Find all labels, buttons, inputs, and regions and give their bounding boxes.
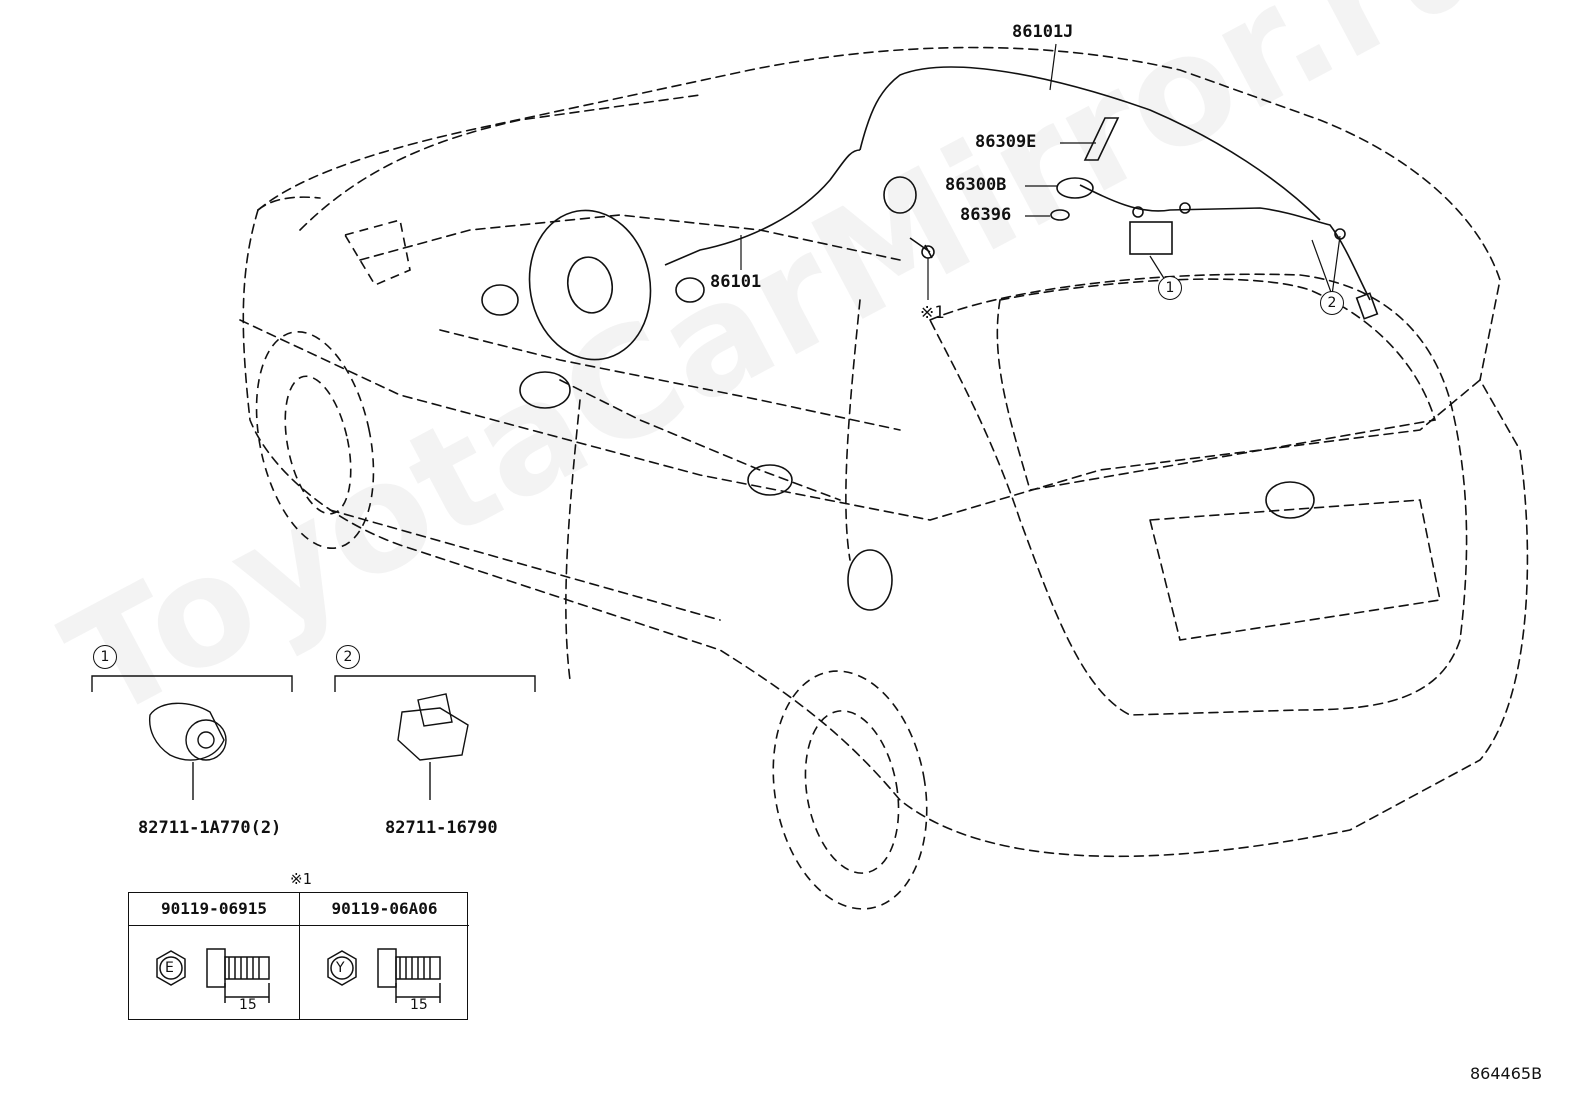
tailgate-panel <box>1148 499 1441 641</box>
part-label-86396: 86396 <box>960 205 1012 225</box>
leader-86101J <box>1049 43 1057 91</box>
rocker-line <box>329 509 721 621</box>
antenna-connector <box>1355 292 1379 320</box>
clip-2-cap <box>417 693 453 727</box>
fastener-left-part: 90119-06915 <box>129 893 299 926</box>
vent-left <box>481 284 519 316</box>
clip-2-body <box>397 707 469 761</box>
console <box>559 379 841 501</box>
clamp-1 <box>1129 221 1173 255</box>
rear-wheel <box>772 670 928 910</box>
front-wheel <box>255 330 375 550</box>
bolt-e-length: 15 <box>239 997 257 1013</box>
detail-2-bracket <box>334 675 536 692</box>
antenna-cable-rear <box>1079 184 1371 301</box>
door-handle <box>747 464 793 496</box>
rear-window <box>996 278 1437 491</box>
dash-lower <box>439 329 901 431</box>
bolt <box>909 237 933 259</box>
c-pillar <box>845 299 861 561</box>
fastener-right: 90119-06A06 Y 15 <box>299 893 469 1019</box>
fastener-right-part: 90119-06A06 <box>300 893 469 926</box>
part-label-86309E: 86309E <box>975 132 1037 152</box>
steering-wheel <box>528 209 652 361</box>
speaker-rear <box>847 549 893 611</box>
rear-wheel-hub <box>804 710 900 874</box>
fastener-left: 90119-06915 E 15 <box>129 893 299 1019</box>
callout-1: 1 <box>1158 276 1182 300</box>
diagram-id: 864465B <box>1470 1064 1543 1083</box>
side-mirror <box>343 219 411 287</box>
clip-1-ring <box>185 719 227 761</box>
clamp-point-a <box>1132 206 1144 218</box>
antenna-cable-86101J <box>859 66 1321 221</box>
steering-hub <box>566 256 614 314</box>
hood-outline <box>257 196 321 211</box>
belt-line <box>239 319 1481 521</box>
detail-1-bracket <box>91 675 293 692</box>
clip-1-body <box>148 702 225 761</box>
antenna-mast-86309E <box>1083 117 1120 161</box>
rear-hatch <box>928 273 1468 716</box>
clamp-point-b <box>1179 202 1191 214</box>
tail-lamp <box>1265 481 1315 519</box>
antenna-pad-86396 <box>1050 209 1070 221</box>
part-label-86101: 86101 <box>710 272 762 292</box>
body-side-outline <box>242 209 1529 858</box>
part-label-86101J: 86101J <box>1012 22 1074 42</box>
antenna-base-86300B <box>1056 177 1094 199</box>
callout-2: 2 <box>1320 291 1344 315</box>
clip-1-core <box>197 731 215 749</box>
bolt-e-letter: E <box>165 960 174 976</box>
bolt-y-icon <box>327 948 441 1003</box>
speaker-top <box>883 176 917 214</box>
detail-1-callout: 1 <box>93 645 117 669</box>
speaker-front <box>519 371 571 409</box>
dash-outline <box>359 214 901 261</box>
leader-c2b <box>1331 235 1341 296</box>
bolt-e-icon <box>156 948 270 1003</box>
fastener-reference: ※1 <box>290 870 312 888</box>
windshield-outline <box>299 94 701 231</box>
b-pillar <box>565 399 581 681</box>
bolt-y-length: 15 <box>410 997 428 1013</box>
leader-c2 <box>1311 239 1333 296</box>
reference-mark-1: ※1 <box>920 303 945 323</box>
detail-1-part-number: 82711-1A770(2) <box>138 818 282 838</box>
front-wheel-hub <box>284 375 352 515</box>
part-label-86300B: 86300B <box>945 175 1007 195</box>
bolt-y-letter: Y <box>336 960 345 976</box>
antenna-cable-86101 <box>664 149 861 266</box>
detail-2-part-number: 82711-16790 <box>385 818 498 838</box>
vent-center <box>675 277 705 303</box>
detail-2-callout: 2 <box>336 645 360 669</box>
fastener-table: 90119-06915 E 15 90119-06A06 <box>128 892 469 1020</box>
roof-outline <box>257 46 1501 381</box>
